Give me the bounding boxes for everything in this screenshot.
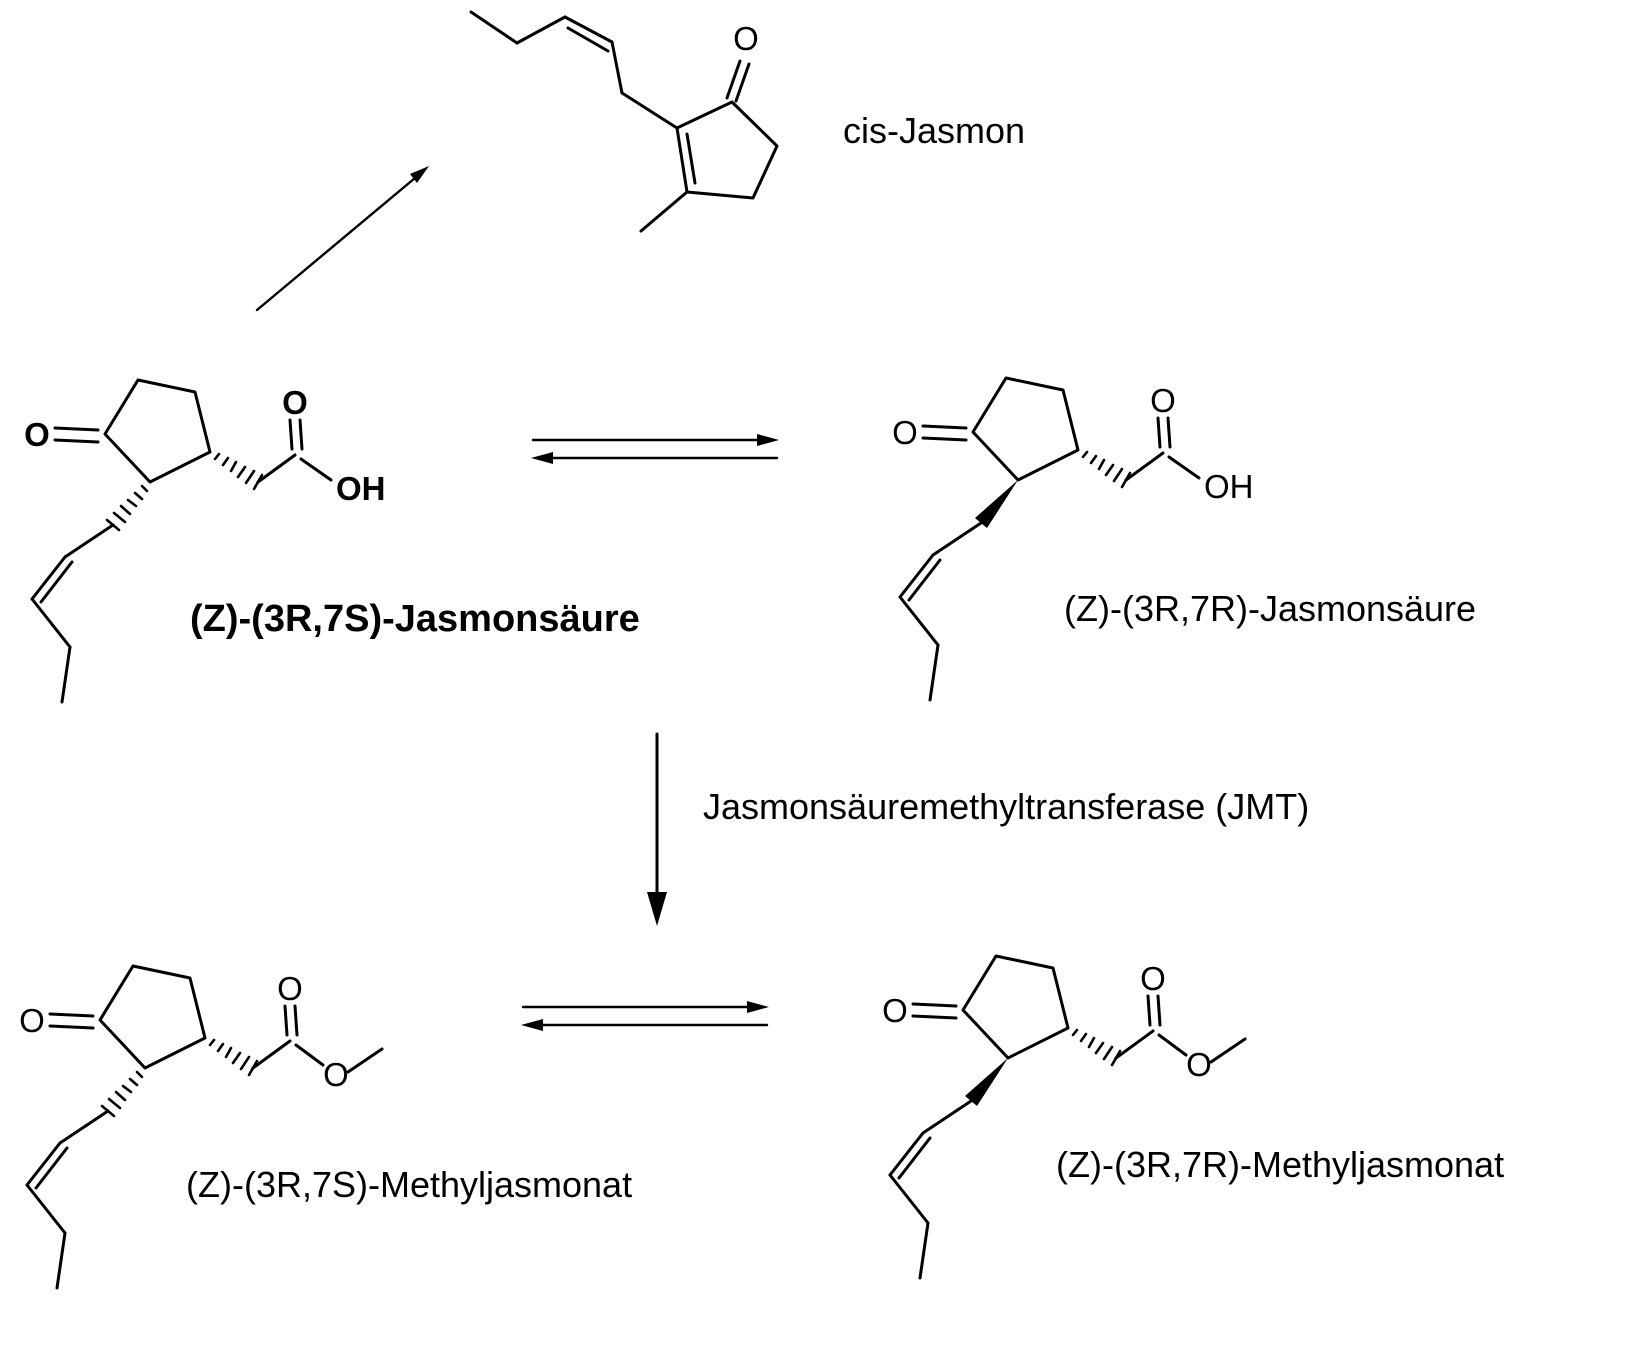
jasmonate-core	[880, 954, 1168, 1280]
jasmonate-core	[17, 964, 305, 1290]
carboxylic-acid-group	[1167, 455, 1255, 507]
stereo-wedge-bond-c7	[965, 1058, 1008, 1106]
stereo-hash-bond-c7	[105, 484, 149, 532]
arrowhead-left	[531, 452, 553, 464]
structure-cis-jasmon: O	[469, 10, 779, 233]
jasmonate-core	[890, 376, 1178, 702]
label-jasmonic-acid-3r7r: (Z)-(3R,7R)-Jasmonsäure	[1064, 588, 1477, 629]
label-cis-jasmon: cis-Jasmon	[843, 110, 1026, 151]
label-methyl-jasmonate-3r7r: (Z)-(3R,7R)-Methyljasmonat	[1056, 1144, 1505, 1185]
equilibrium-arrow-esters	[521, 1001, 769, 1031]
arrowhead-right	[757, 434, 779, 446]
structure-jasmonic-acid-3r7r	[890, 376, 1255, 702]
methyl-ester-group	[294, 1043, 384, 1095]
arrowhead-left	[521, 1019, 543, 1031]
atom-label-ketone-oxygen: O	[733, 20, 759, 57]
arrowhead-down	[647, 892, 667, 926]
methyl-ester-group	[1157, 1033, 1247, 1085]
arrow-jmt-reaction	[647, 732, 667, 926]
structure-jasmonic-acid-3r7s	[22, 378, 387, 704]
stereo-hash-bond-c7	[100, 1070, 144, 1118]
jasmonate-core	[22, 378, 310, 704]
arrowhead	[410, 166, 429, 183]
equilibrium-arrow-acids	[531, 434, 779, 464]
pentenyl-chain	[469, 10, 679, 130]
structure-methyl-jasmonate-3r7s	[17, 964, 384, 1290]
ring-double-bond	[685, 132, 697, 185]
arrowhead-right	[747, 1001, 769, 1013]
carboxylic-acid-group	[299, 457, 387, 509]
label-enzyme-jmt: Jasmonsäuremethyltransferase (JMT)	[703, 786, 1310, 827]
cyclopentenone-ring	[675, 100, 779, 200]
structure-methyl-jasmonate-3r7r	[880, 954, 1247, 1280]
label-methyl-jasmonate-3r7s: (Z)-(3R,7S)-Methyljasmonat	[186, 1164, 633, 1205]
arrow-to-cis-jasmon	[255, 166, 429, 312]
methyl-group-bond	[639, 190, 689, 233]
label-jasmonic-acid-3r7s: (Z)-(3R,7S)-Jasmonsäure	[190, 598, 640, 640]
stereo-wedge-bond-c7	[975, 480, 1018, 528]
